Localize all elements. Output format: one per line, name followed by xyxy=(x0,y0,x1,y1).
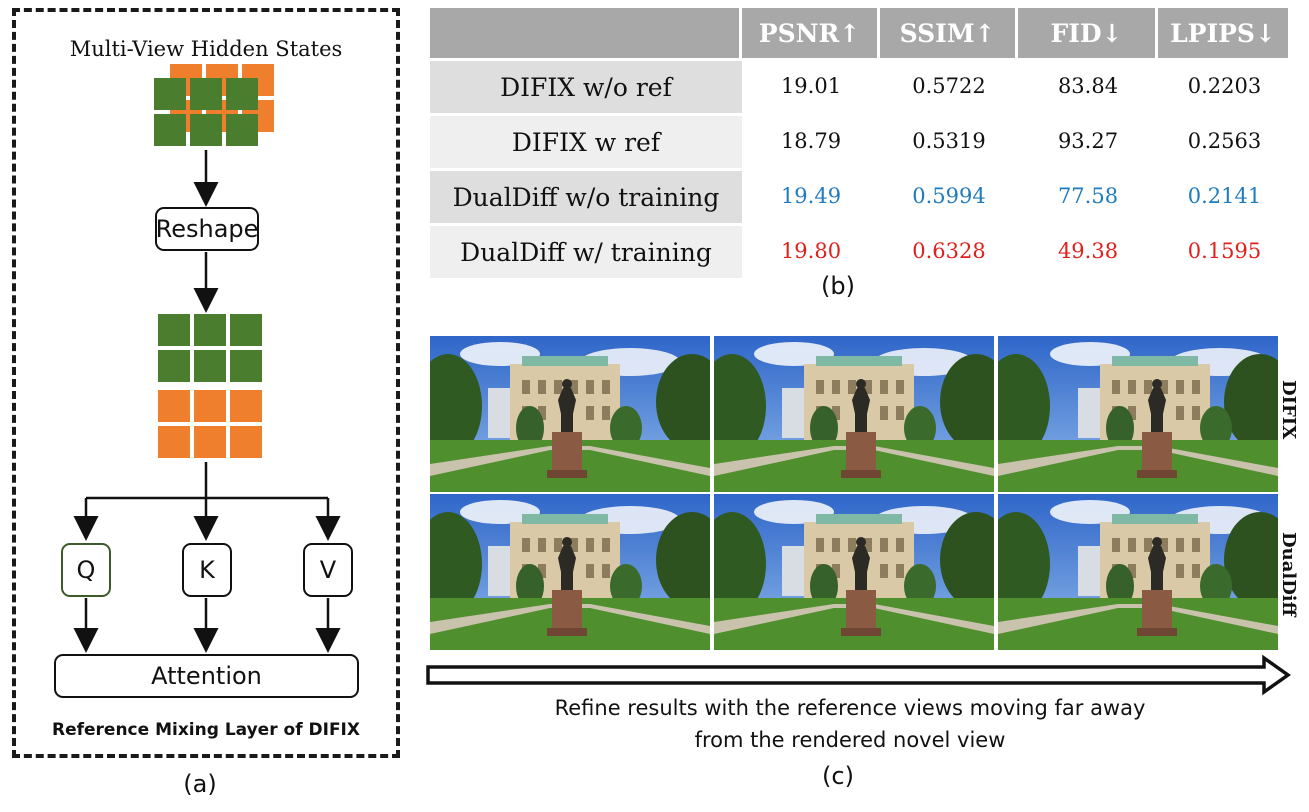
q-box: Q xyxy=(61,543,111,597)
panel-c-caption-line1: Refine results with the reference views … xyxy=(554,696,1146,720)
ssim-cell: 0.5722 xyxy=(912,73,986,98)
lpips-cell: 0.2141 xyxy=(1187,183,1262,208)
method-cell: DIFIX w/o ref xyxy=(430,58,742,113)
method-cell: DualDiff w/ training xyxy=(430,223,742,278)
v-box: V xyxy=(303,543,353,597)
panel-a-difix-diagram: Multi-View Hidden States Reshape Q K V A… xyxy=(12,8,400,758)
reshaped-token-grid xyxy=(158,314,262,458)
reshape-box: Reshape xyxy=(155,207,259,251)
fid-cell: 83.84 xyxy=(1057,73,1119,98)
fid-cell: 49.38 xyxy=(1057,238,1119,263)
scene-image xyxy=(430,336,710,492)
panel-a-caption: Reference Mixing Layer of DIFIX xyxy=(52,720,360,740)
panel-c-sub-label: (c) xyxy=(822,762,854,790)
table-row: DualDiff w/o training 19.49 0.5994 77.58… xyxy=(430,168,1291,223)
k-box: K xyxy=(182,543,232,597)
method-cell: DualDiff w/o training xyxy=(430,168,742,223)
table-row: DIFIX w/o ref 19.01 0.5722 83.84 0.2203 xyxy=(430,58,1291,113)
ssim-cell: 0.5319 xyxy=(912,128,986,153)
scene-image xyxy=(714,494,994,650)
table-row: DIFIX w ref 18.79 0.5319 93.27 0.2563 xyxy=(430,113,1291,168)
row-label-difix: DIFIX xyxy=(1278,380,1299,440)
fid-cell: 77.58 xyxy=(1057,183,1119,208)
header-psnr: PSNR↑ xyxy=(742,8,880,58)
multi-view-hidden-states-title: Multi-View Hidden States xyxy=(69,37,343,61)
panel-a-graphics xyxy=(73,64,341,653)
method-cell: DIFIX w ref xyxy=(430,113,742,168)
lpips-cell: 0.1595 xyxy=(1187,238,1262,263)
psnr-cell: 19.80 xyxy=(780,238,842,263)
multi-view-hidden-states-stack xyxy=(154,64,274,146)
psnr-cell: 18.79 xyxy=(780,128,842,153)
lpips-cell: 0.2203 xyxy=(1187,73,1262,98)
qkv-split-arrows xyxy=(73,462,341,653)
ssim-cell: 0.5994 xyxy=(912,183,986,208)
header-fid: FID↓ xyxy=(1018,8,1158,58)
header-method xyxy=(430,8,742,58)
ssim-cell: 0.6328 xyxy=(912,238,986,263)
psnr-cell: 19.01 xyxy=(780,73,842,98)
table-row: DualDiff w/ training 19.80 0.6328 49.38 … xyxy=(430,223,1291,278)
scene-image xyxy=(998,336,1278,492)
scene-image xyxy=(430,494,710,650)
progression-arrow xyxy=(426,654,1292,696)
row-label-dualdiff: DualDiff xyxy=(1278,532,1299,617)
psnr-cell: 19.49 xyxy=(780,183,842,208)
table-header-row: PSNR↑ SSIM↑ FID↓ LPIPS↓ xyxy=(430,8,1291,58)
scene-image xyxy=(998,494,1278,650)
lpips-cell: 0.2563 xyxy=(1187,128,1262,153)
panel-c-caption-line2: from the rendered novel view xyxy=(694,728,1006,752)
results-table: PSNR↑ SSIM↑ FID↓ LPIPS↓ DIFIX w/o ref 19… xyxy=(430,8,1291,278)
panel-a-sub-label: (a) xyxy=(183,770,217,798)
scene-image xyxy=(714,336,994,492)
header-ssim: SSIM↑ xyxy=(880,8,1018,58)
attention-box: Attention xyxy=(54,654,359,698)
panel-b-sub-label: (b) xyxy=(821,272,855,300)
fid-cell: 93.27 xyxy=(1057,128,1119,153)
header-lpips: LPIPS↓ xyxy=(1158,8,1291,58)
